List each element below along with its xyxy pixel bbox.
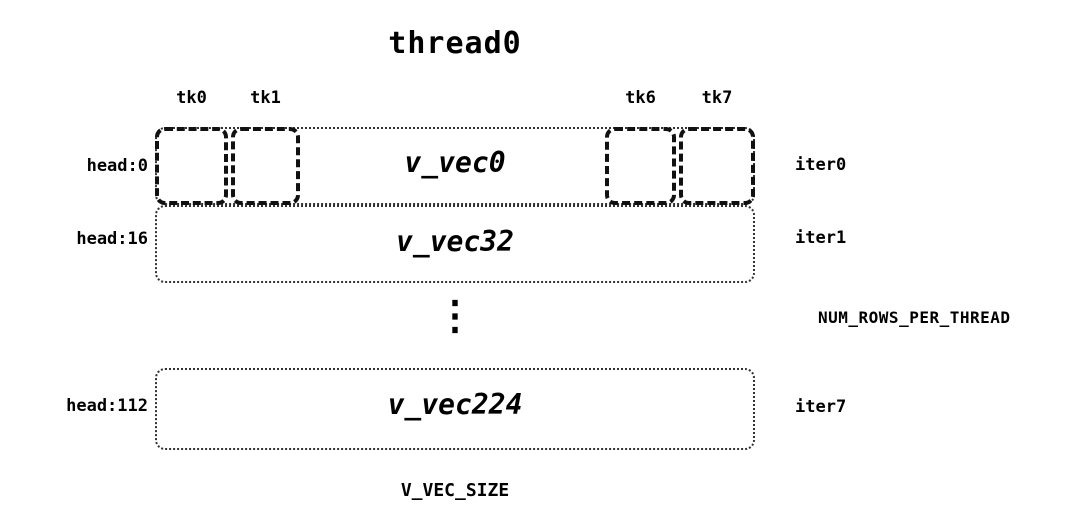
v-vec-size-label: V_VEC_SIZE (400, 480, 510, 501)
head-offset-16-label: head:16 (76, 229, 148, 249)
tk0-cell (155, 127, 228, 205)
vertical-ellipsis: ⋮ (435, 293, 475, 339)
tk6-label: tk6 (625, 88, 656, 108)
iter1-row-box (155, 205, 755, 283)
v-vec0-label: v_vec0 (404, 146, 506, 179)
iter1-label: iter1 (795, 228, 847, 248)
tk0-label: tk0 (176, 88, 207, 108)
tk6-cell (605, 127, 676, 205)
tk7-label: tk7 (701, 88, 733, 108)
v-vec32-label: v_vec32 (395, 225, 514, 258)
head-offset-112-label: head:112 (66, 396, 148, 416)
tk1-label: tk1 (250, 88, 281, 108)
iter7-label: iter7 (795, 397, 847, 417)
tk7-cell (679, 127, 755, 205)
v-vec224-label: v_vec224 (387, 388, 523, 421)
head-offset-0-label: head:0 (86, 156, 148, 176)
num-rows-per-thread-label: NUM_ROWS_PER_THREAD (818, 308, 1011, 327)
tk1-cell (231, 127, 300, 205)
iter7-row-box (155, 368, 755, 450)
diagram-title: thread0 (388, 26, 522, 61)
iter0-label: iter0 (795, 155, 847, 175)
